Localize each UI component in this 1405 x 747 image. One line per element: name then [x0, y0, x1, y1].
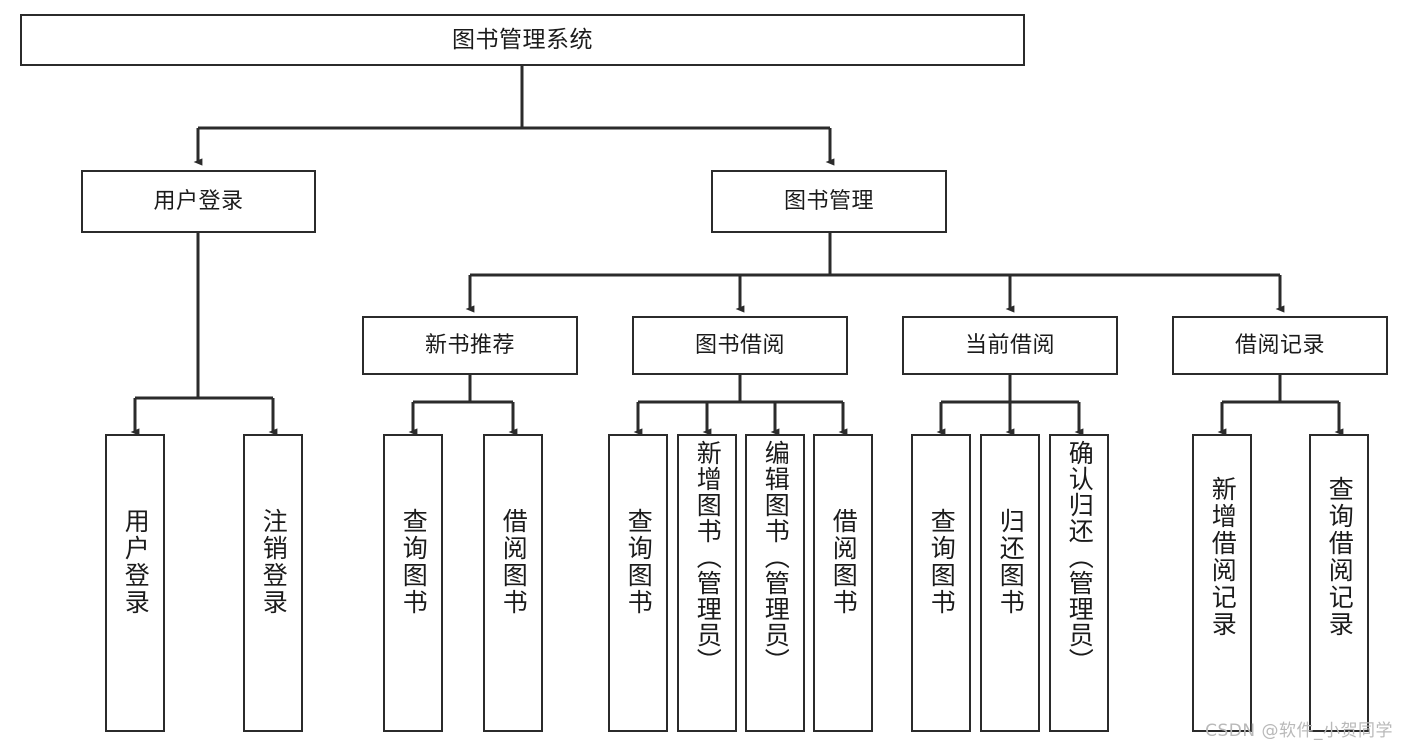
node-label: 新书推荐 — [424, 332, 515, 358]
leaf-confirm-return-admin[interactable]: 确认归还（管理员） — [1049, 434, 1109, 732]
node-book-borrow[interactable]: 图书借阅 — [632, 316, 848, 375]
leaf-add-borrow-record[interactable]: 新增借阅记录 — [1192, 434, 1252, 732]
node-label: 图书管理 — [783, 188, 874, 214]
node-label: 编辑图书（管理员） — [761, 440, 791, 674]
node-label: 借阅图书 — [499, 508, 529, 616]
node-label: 借阅图书 — [829, 508, 859, 616]
leaf-query-book-borrow[interactable]: 查询图书 — [608, 434, 668, 732]
node-label: 用户登录 — [153, 188, 244, 214]
leaf-return-book[interactable]: 归还图书 — [980, 434, 1040, 732]
leaf-add-book-admin[interactable]: 新增图书（管理员） — [677, 434, 737, 732]
leaf-query-borrow-record[interactable]: 查询借阅记录 — [1309, 434, 1369, 732]
leaf-logout[interactable]: 注销登录 — [243, 434, 303, 732]
node-user-login[interactable]: 用户登录 — [81, 170, 316, 233]
node-label: 查询借阅记录 — [1325, 476, 1355, 638]
node-label: 确认归还（管理员） — [1065, 440, 1095, 674]
csdn-watermark: CSDN @软件_小贺同学 — [1205, 721, 1393, 741]
leaf-borrow-book-recommend[interactable]: 借阅图书 — [483, 434, 543, 732]
node-label: 当前借阅 — [964, 332, 1055, 358]
node-label: 用户登录 — [121, 508, 151, 616]
node-root-system[interactable]: 图书管理系统 — [20, 14, 1025, 66]
leaf-edit-book-admin[interactable]: 编辑图书（管理员） — [745, 434, 805, 732]
leaf-user-login[interactable]: 用户登录 — [105, 434, 165, 732]
node-label: 归还图书 — [996, 508, 1026, 616]
node-label: 查询图书 — [927, 508, 957, 616]
node-book-management[interactable]: 图书管理 — [711, 170, 947, 233]
node-label: 新增借阅记录 — [1208, 476, 1238, 638]
node-label: 图书借阅 — [694, 332, 785, 358]
leaf-query-book-recommend[interactable]: 查询图书 — [383, 434, 443, 732]
leaf-query-book-current[interactable]: 查询图书 — [911, 434, 971, 732]
node-label: 借阅记录 — [1234, 332, 1325, 358]
node-new-book-recommend[interactable]: 新书推荐 — [362, 316, 578, 375]
leaf-borrow-book[interactable]: 借阅图书 — [813, 434, 873, 732]
node-label: 图书管理系统 — [452, 26, 593, 53]
node-label: 注销登录 — [259, 508, 289, 616]
node-borrow-record[interactable]: 借阅记录 — [1172, 316, 1388, 375]
node-current-borrow[interactable]: 当前借阅 — [902, 316, 1118, 375]
node-label: 查询图书 — [624, 508, 654, 616]
node-label: 查询图书 — [399, 508, 429, 616]
node-label: 新增图书（管理员） — [693, 440, 723, 674]
